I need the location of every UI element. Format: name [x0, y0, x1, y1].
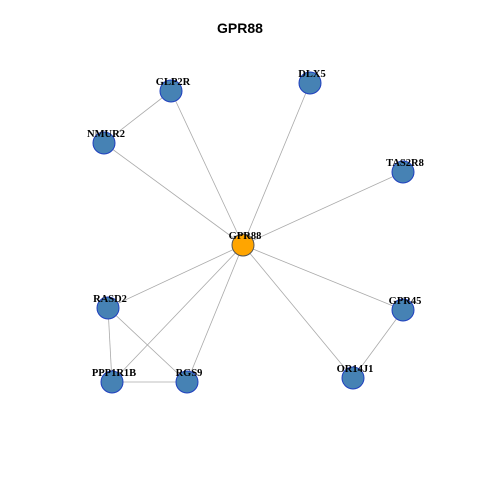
node-label-or14j1: OR14J1: [337, 364, 374, 375]
node-ppp1r1b[interactable]: [100, 370, 124, 394]
node-gpr88[interactable]: [231, 233, 255, 257]
node-label-rasd2: RASD2: [93, 294, 127, 305]
edge-gpr88-ppp1r1b: [111, 244, 244, 383]
node-label-dlx5: DLX5: [298, 69, 325, 80]
node-rasd2[interactable]: [96, 296, 120, 320]
edge-gpr88-dlx5: [242, 82, 311, 246]
edge-gpr45-or14j1: [352, 309, 404, 379]
node-label-gpr88: GPR88: [229, 231, 262, 242]
node-glp2r[interactable]: [159, 79, 183, 103]
edge-rasd2-ppp1r1b: [107, 307, 113, 383]
node-label-nmur2: NMUR2: [87, 129, 125, 140]
node-or14j1[interactable]: [341, 366, 365, 390]
node-nmur2[interactable]: [92, 131, 116, 155]
edge-gpr88-rasd2: [107, 244, 244, 309]
node-tas2r8[interactable]: [391, 160, 415, 184]
node-gpr45[interactable]: [391, 298, 415, 322]
graph-title: GPR88: [217, 20, 263, 36]
node-label-ppp1r1b: PPP1R1B: [92, 368, 136, 379]
node-label-gpr45: GPR45: [389, 296, 422, 307]
edge-rasd2-rgs9: [107, 307, 188, 383]
nodes-layer: [92, 71, 415, 394]
node-label-tas2r8: TAS2R8: [386, 158, 424, 169]
edge-glp2r-nmur2: [103, 90, 172, 144]
edge-gpr88-gpr45: [242, 244, 404, 311]
edge-gpr88-rgs9: [186, 244, 244, 383]
node-label-rgs9: RGS9: [176, 368, 203, 379]
edge-gpr88-glp2r: [170, 90, 244, 246]
edge-gpr88-or14j1: [242, 244, 354, 379]
edge-gpr88-tas2r8: [242, 171, 404, 246]
node-label-glp2r: GLP2R: [156, 77, 191, 88]
edge-gpr88-nmur2: [103, 142, 244, 246]
edges-layer: [103, 82, 404, 383]
node-rgs9[interactable]: [175, 370, 199, 394]
node-dlx5[interactable]: [298, 71, 322, 95]
